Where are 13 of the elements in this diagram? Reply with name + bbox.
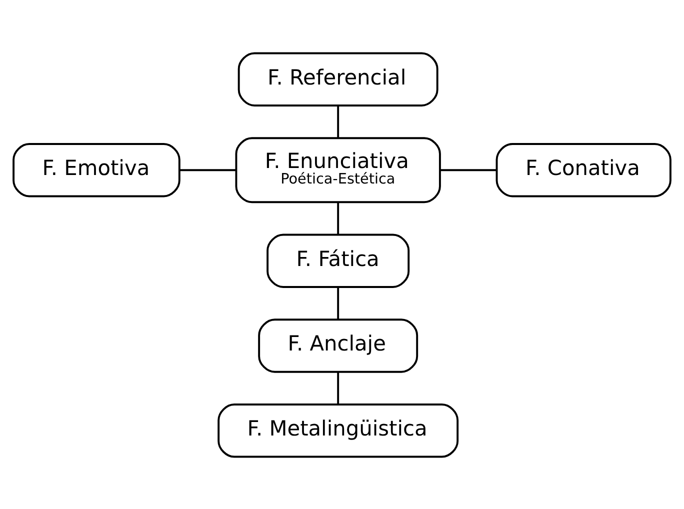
node-box: F. Emotiva: [12, 142, 180, 197]
node-box: F. Fática: [266, 233, 410, 288]
node-box: F. Conativa: [496, 142, 672, 197]
node-box: F. Enunciativa Poética-Estética: [235, 136, 441, 203]
node-box: F. Metalingüistica: [218, 403, 459, 458]
connector: [440, 168, 496, 171]
node-box: F. Anclaje: [258, 318, 418, 372]
node-box: F. Referencial: [238, 52, 438, 106]
connector: [337, 286, 340, 319]
connector: [337, 372, 340, 404]
connector: [337, 105, 340, 138]
connector: [180, 168, 236, 171]
connector: [337, 202, 340, 234]
